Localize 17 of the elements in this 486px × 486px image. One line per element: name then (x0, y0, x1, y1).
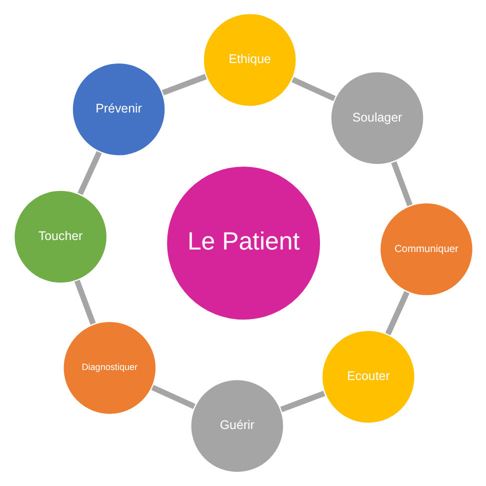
connector (280, 390, 325, 412)
node-circle: Le Patient (164, 164, 322, 322)
node-circle: Prévenir (70, 61, 166, 158)
node-circle: Toucher (12, 188, 108, 285)
connector (384, 291, 409, 336)
node-circle: Ethique (201, 12, 298, 108)
connector (74, 280, 96, 325)
connector (291, 76, 336, 102)
connector (161, 74, 206, 96)
node-circle: Diagnostiquer (61, 320, 158, 416)
connector (77, 150, 102, 196)
node-circle: Ecouter (320, 328, 416, 425)
connector (390, 161, 412, 206)
connector (150, 384, 195, 410)
node-circle: Soulager (328, 70, 425, 166)
node-circle: Guérir (188, 378, 285, 474)
node-circle: Communiquer (378, 201, 474, 298)
